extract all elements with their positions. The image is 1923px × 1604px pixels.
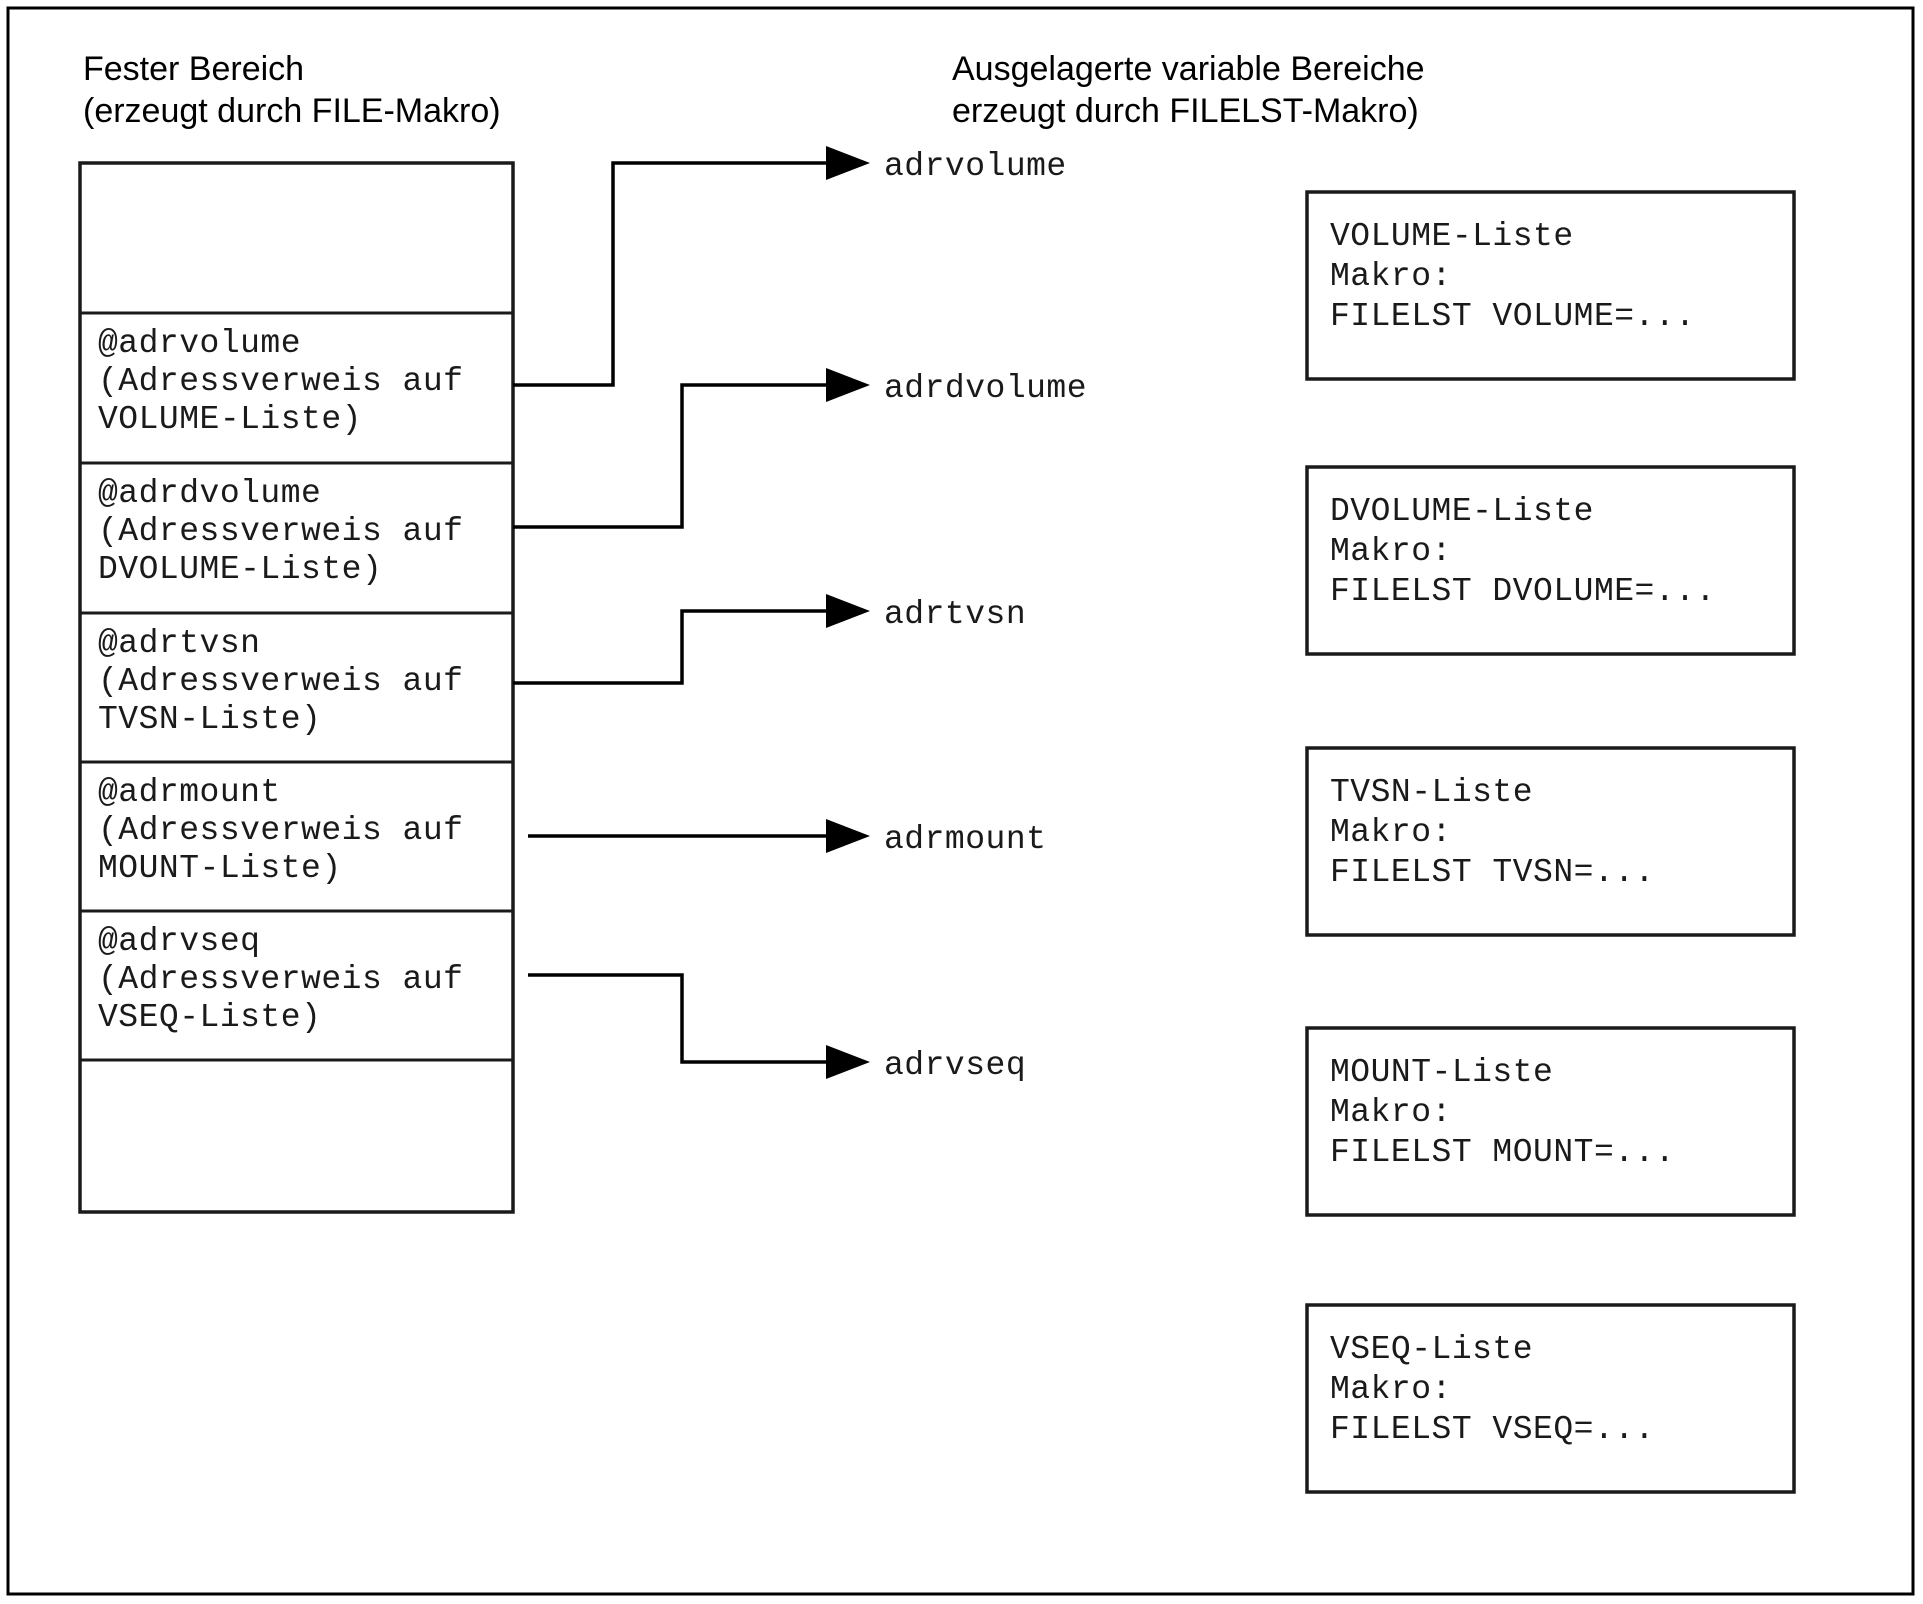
cell-adrmount-line3: MOUNT-Liste) — [98, 850, 342, 887]
arrowhead-adrmount — [826, 819, 870, 853]
list-box-vseq-line1: VSEQ-Liste — [1330, 1331, 1533, 1368]
list-box-tvsn-line2: Makro: — [1330, 814, 1452, 851]
list-box-dvolume-line1: DVOLUME-Liste — [1330, 493, 1594, 530]
cell-adrdvolume-line2: (Adressverweis auf — [98, 513, 463, 550]
cell-adrtvsn-line3: TVSN-Liste) — [98, 701, 321, 738]
pointer-label-adrtvsn: adrtvsn — [884, 596, 1026, 633]
cell-adrvseq-line2: (Adressverweis auf — [98, 961, 463, 998]
list-box-mount-outline — [1305, 1026, 1796, 1217]
cell-adrvolume-line2: (Adressverweis auf — [98, 363, 463, 400]
list-box-tvsn: TVSN-Liste Makro: FILELST TVSN=... — [1305, 746, 1796, 937]
cell-adrvseq-line3: VSEQ-Liste) — [98, 999, 321, 1036]
list-box-dvolume-line2: Makro: — [1330, 533, 1452, 570]
arrowhead-adrtvsn — [826, 594, 870, 628]
fixed-area-cell-adrmount: @adrmount (Adressverweis auf MOUNT-Liste… — [98, 774, 463, 887]
heading-left-line2: (erzeugt durch FILE-Makro) — [83, 92, 501, 130]
list-box-dvolume: DVOLUME-Liste Makro: FILELST DVOLUME=... — [1305, 465, 1796, 656]
fixed-area-cell-adrtvsn: @adrtvsn (Adressverweis auf TVSN-Liste) — [98, 625, 463, 738]
list-box-vseq-line3: FILELST VSEQ=... — [1330, 1411, 1655, 1448]
list-box-mount-line2: Makro: — [1330, 1094, 1452, 1131]
pointer-label-adrvolume: adrvolume — [884, 148, 1067, 185]
list-box-mount-line1: MOUNT-Liste — [1330, 1054, 1553, 1091]
fixed-area-cell-adrvolume: @adrvolume (Adressverweis auf VOLUME-Lis… — [98, 325, 463, 438]
list-box-volume-line3: FILELST VOLUME=... — [1330, 298, 1695, 335]
arrowhead-adrdvolume — [826, 368, 870, 402]
list-box-tvsn-outline — [1305, 746, 1796, 937]
cell-adrvseq-line1: @adrvseq — [98, 923, 260, 960]
arrowhead-adrvolume — [826, 146, 870, 180]
list-box-volume-line2: Makro: — [1330, 258, 1452, 295]
list-box-vseq: VSEQ-Liste Makro: FILELST VSEQ=... — [1305, 1303, 1796, 1494]
cell-adrmount-line1: @adrmount — [98, 774, 281, 811]
cell-adrdvolume-line1: @adrdvolume — [98, 475, 321, 512]
list-box-dvolume-line3: FILELST DVOLUME=... — [1330, 573, 1716, 610]
connector-adrmount — [528, 819, 870, 853]
list-box-volume-outline — [1305, 190, 1796, 381]
connector-adrdvolume — [513, 368, 870, 529]
fixed-area-cell-adrvseq: @adrvseq (Adressverweis auf VSEQ-Liste) — [98, 923, 463, 1036]
list-box-mount: MOUNT-Liste Makro: FILELST MOUNT=... — [1305, 1026, 1796, 1217]
cell-adrvolume-line1: @adrvolume — [98, 325, 301, 362]
heading-left-line1: Fester Bereich — [83, 50, 304, 88]
cell-adrtvsn-line1: @adrtvsn — [98, 625, 260, 662]
cell-adrdvolume-line3: DVOLUME-Liste) — [98, 551, 382, 588]
fixed-area-outline — [78, 161, 515, 1214]
list-box-vseq-line2: Makro: — [1330, 1371, 1452, 1408]
heading-right-line1: Ausgelagerte variable Bereiche — [952, 50, 1425, 88]
pointer-label-adrdvolume: adrdvolume — [884, 370, 1087, 407]
cell-adrtvsn-line2: (Adressverweis auf — [98, 663, 463, 700]
cell-adrmount-line2: (Adressverweis auf — [98, 812, 463, 849]
list-box-volume: VOLUME-Liste Makro: FILELST VOLUME=... — [1305, 190, 1796, 381]
fixed-area-table: @adrvolume (Adressverweis auf VOLUME-Lis… — [78, 161, 515, 1214]
connector-adrvseq — [528, 973, 870, 1079]
list-box-tvsn-line1: TVSN-Liste — [1330, 774, 1533, 811]
pointer-label-adrmount: adrmount — [884, 821, 1046, 858]
list-box-dvolume-outline — [1305, 465, 1796, 656]
list-box-vseq-outline — [1305, 1303, 1796, 1494]
arrowhead-adrvseq — [826, 1045, 870, 1079]
pointer-label-adrvseq: adrvseq — [884, 1047, 1026, 1084]
connector-adrvolume — [513, 146, 870, 387]
list-box-mount-line3: FILELST MOUNT=... — [1330, 1134, 1675, 1171]
cell-adrvolume-line3: VOLUME-Liste) — [98, 401, 362, 438]
list-box-tvsn-line3: FILELST TVSN=... — [1330, 854, 1655, 891]
heading-right-line2: erzeugt durch FILELST-Makro) — [952, 92, 1419, 130]
outer-frame — [6, 6, 1915, 1596]
connector-adrtvsn — [513, 594, 870, 685]
list-box-volume-line1: VOLUME-Liste — [1330, 218, 1574, 255]
fixed-area-cell-adrdvolume: @adrdvolume (Adressverweis auf DVOLUME-L… — [98, 475, 463, 588]
